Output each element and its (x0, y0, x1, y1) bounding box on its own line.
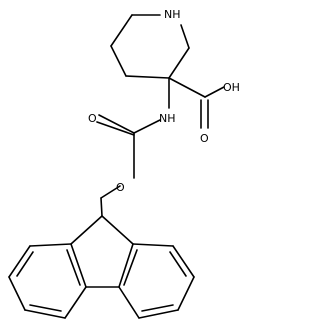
bond (132, 243, 174, 247)
bond (70, 215, 103, 245)
bond (172, 245, 195, 278)
bond (118, 286, 140, 319)
bond (177, 276, 195, 311)
bond (16, 251, 34, 277)
bond (66, 249, 81, 286)
carbamate-carbonyl-o-label: O (88, 112, 97, 125)
bond (100, 185, 121, 199)
amine-nh-label: NH (164, 8, 181, 21)
bond (8, 276, 26, 311)
bond (29, 304, 62, 312)
fluorenyl-group (8, 215, 195, 319)
bond (101, 215, 134, 245)
bond (168, 47, 190, 79)
carbamate-nh-label: NH (159, 112, 176, 125)
bond (70, 243, 87, 288)
bond (98, 114, 135, 134)
bond (110, 45, 127, 77)
bond (24, 309, 66, 319)
bond (8, 245, 31, 278)
structure-canvas: NH NH OH O O O (8, 8, 240, 319)
bond (141, 304, 174, 312)
bond (180, 24, 190, 49)
bond (64, 286, 87, 319)
bond (168, 77, 206, 98)
bond (110, 14, 133, 47)
bond (96, 121, 135, 136)
piperidine-ring (110, 14, 190, 79)
bond (133, 119, 161, 134)
ester-o-label: O (116, 181, 125, 194)
molecule-diagram: NH NH OH O O O (8, 8, 240, 319)
carbamate-group (96, 77, 170, 217)
bond (125, 75, 170, 79)
bond (29, 243, 72, 247)
carboxylic-acid-group (168, 77, 225, 129)
bond (204, 86, 225, 98)
bond (138, 309, 179, 319)
bond (123, 249, 138, 286)
acid-carbonyl-o-label: O (200, 132, 209, 145)
bond (169, 251, 187, 277)
bond (118, 243, 134, 288)
hydroxyl-label: OH (223, 81, 240, 94)
bond (100, 197, 103, 217)
